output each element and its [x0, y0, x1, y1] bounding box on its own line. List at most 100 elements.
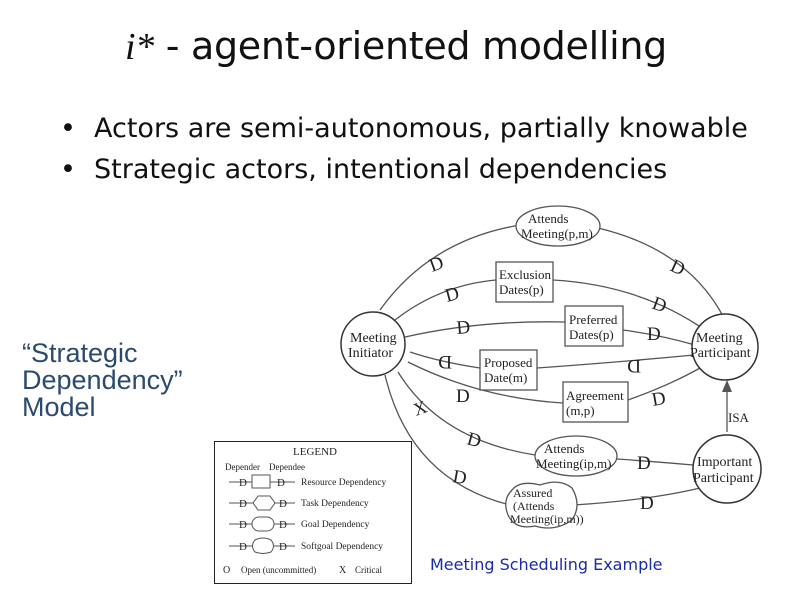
link-proposed-participant: [536, 354, 695, 369]
d-mark: D: [649, 293, 669, 317]
goal-attends-meeting-p: [515, 205, 601, 247]
isa-arrowhead-icon: [722, 380, 732, 392]
legend-dependee: Dependee: [269, 462, 305, 472]
actor-participant-line1: Meeting: [696, 331, 743, 346]
resource-exclusion-line1: Exclusion: [499, 267, 551, 282]
actor-meeting-participant: [691, 313, 759, 381]
d-mark: D: [451, 466, 468, 489]
legend-d-mark: D: [277, 477, 285, 489]
legend-critical-label: Critical: [355, 565, 382, 575]
actor-important-participant: [692, 434, 762, 504]
critical-x-mark: X: [411, 397, 430, 420]
resource-preferred-line2: Dates(p): [569, 327, 614, 342]
resource-agreement-line1: Agreement: [566, 388, 624, 403]
legend-depender: Depender: [225, 462, 260, 472]
d-mark: D: [667, 255, 688, 280]
bullet-item: • Strategic actors, intentional dependenc…: [60, 149, 748, 190]
resource-icon: [251, 474, 271, 489]
goal-attends-ip-line1: Attends: [544, 441, 584, 456]
goal-attends-p-line2: Meeting(p,m): [521, 226, 593, 241]
legend-d-mark: D: [239, 498, 247, 510]
link-attends-participant: [597, 227, 726, 321]
legend-d-mark: D: [279, 498, 287, 510]
resource-preferred-line1: Preferred: [569, 312, 618, 327]
d-mark: D: [627, 355, 641, 376]
d-mark: D: [465, 429, 484, 453]
actor-important-line1: Important: [697, 455, 752, 470]
legend-open-mark: O: [223, 565, 230, 576]
legend-item-softgoal: Softgoal Dependency: [301, 541, 383, 552]
link-initiator-attends: [379, 224, 521, 311]
link-initiator-attendsip: [397, 371, 536, 456]
link-attendsip-important: [616, 458, 694, 466]
softgoal-icon: [252, 537, 274, 554]
resource-exclusion-dates: [495, 261, 554, 303]
diagram-caption: Meeting Scheduling Example: [430, 555, 663, 574]
resource-agreement: [562, 381, 629, 423]
bullet-dot-icon: •: [60, 113, 76, 144]
d-mark: D: [640, 493, 654, 514]
d-mark: D: [637, 453, 651, 474]
isa-label: ISA: [728, 410, 750, 425]
link-initiator-assured: [384, 374, 511, 506]
d-mark: D: [456, 386, 470, 407]
legend-d-mark: D: [239, 519, 247, 531]
actor-participant-line2: Participant: [690, 346, 751, 361]
softgoal-assured-line3: Meeting(ip,m)): [510, 512, 584, 526]
d-mark: D: [456, 317, 472, 339]
goal-attends-meeting-ip: [534, 435, 618, 477]
d-mark: D: [438, 351, 452, 372]
actor-initiator-line2: Initiator: [348, 346, 393, 361]
model-label: “Strategic Dependency” Model: [22, 338, 183, 422]
resource-proposed-date: [479, 349, 538, 391]
resource-agreement-line2: (m,p): [566, 403, 595, 418]
d-mark: D: [443, 283, 462, 307]
legend-item-resource: Resource Dependency: [301, 478, 386, 488]
goal-attends-ip-line2: Meeting(ip,m): [536, 456, 611, 471]
slide-title: i* - agent-oriented modelling: [0, 24, 792, 69]
bullet-item: • Actors are semi-autonomous, partially k…: [60, 108, 748, 149]
legend-item-goal: Goal Dependency: [301, 520, 370, 530]
actor-important-line2: Participant: [693, 471, 754, 486]
actor-initiator-line1: Meeting: [350, 331, 397, 346]
d-mark: D: [650, 388, 667, 411]
softgoal-assured: [505, 481, 578, 529]
title-italic: i*: [125, 26, 154, 68]
legend-graphic: LEGEND Depender Dependee D D D D D D D: [223, 446, 386, 576]
link-assured-important: [573, 487, 701, 506]
goal-attends-p-line1: Attends: [528, 211, 568, 226]
resource-proposed-line2: Date(m): [484, 370, 527, 385]
bullet-list: • Actors are semi-autonomous, partially k…: [60, 108, 748, 190]
legend-d-mark: D: [239, 541, 247, 553]
resource-proposed-line1: Proposed: [484, 355, 533, 370]
link-initiator-proposed: [409, 351, 481, 369]
legend-critical-mark: X: [339, 565, 347, 576]
link-agreement-participant: [627, 367, 701, 401]
softgoal-assured-line2: (Attends: [513, 499, 555, 513]
link-initiator-exclusion: [394, 279, 497, 321]
task-icon: [252, 495, 276, 511]
bullet-text: Actors are semi-autonomous, partially kn…: [94, 113, 748, 144]
bullet-dot-icon: •: [60, 154, 76, 185]
link-exclusion-participant: [552, 279, 706, 331]
resource-exclusion-line2: Dates(p): [499, 282, 544, 297]
actor-meeting-initiator: [340, 311, 406, 377]
link-preferred-participant: [622, 329, 696, 346]
bullet-text: Strategic actors, intentional dependenci…: [94, 154, 668, 185]
legend-open-label: Open (uncommitted): [241, 565, 316, 575]
title-text: - agent-oriented modelling: [153, 24, 668, 68]
legend-d-mark: D: [239, 477, 247, 489]
legend-title: LEGEND: [293, 446, 337, 458]
legend-d-mark: D: [279, 541, 287, 553]
legend-d-mark: D: [279, 519, 287, 531]
softgoal-assured-line1: Assured: [513, 486, 552, 500]
link-initiator-preferred: [404, 321, 566, 338]
d-mark: D: [427, 252, 447, 276]
d-mark: D: [647, 324, 661, 345]
legend-item-task: Task Dependency: [301, 499, 369, 509]
legend-panel: LEGEND Depender Dependee D D D D D D D: [214, 441, 412, 584]
resource-preferred-dates: [564, 305, 624, 347]
goal-icon: [251, 516, 275, 532]
